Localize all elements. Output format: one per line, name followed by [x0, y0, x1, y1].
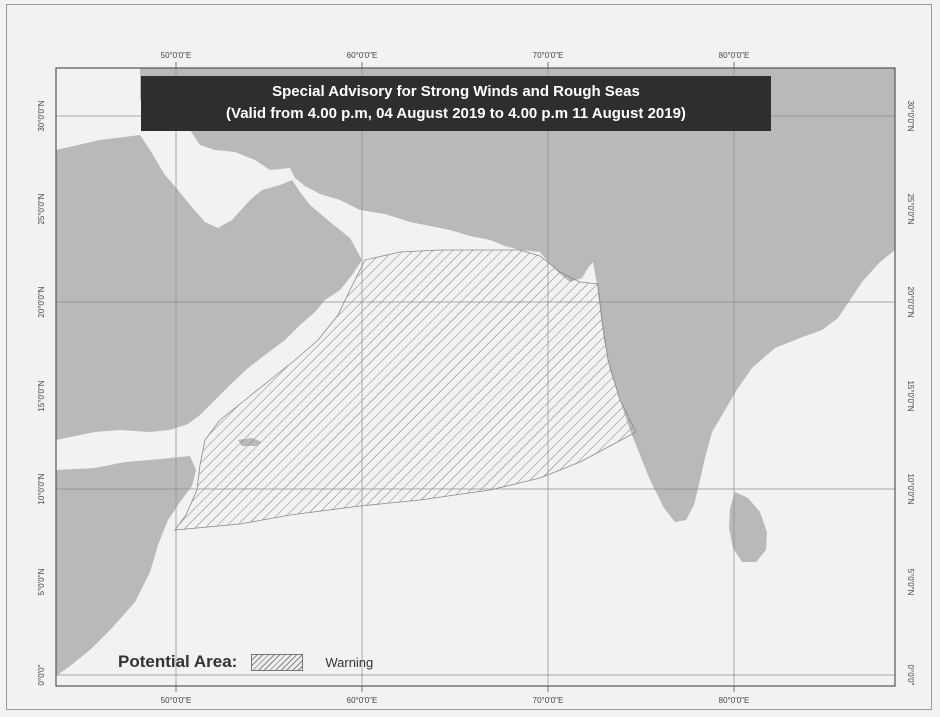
landmass-sri-lanka: [729, 492, 767, 562]
left-lat-label: 15°0'0"N: [37, 380, 46, 411]
bottom-lon-label: 70°0'0"E: [533, 696, 564, 705]
warning-area: [174, 249, 637, 531]
top-lon-label: 80°0'0"E: [719, 51, 750, 60]
right-lat-label: 25°0'0"N: [906, 193, 915, 224]
left-lat-label: 25°0'0"N: [37, 193, 46, 224]
legend-label-warning: Warning: [325, 654, 374, 670]
outer-border: [6, 4, 932, 710]
left-lat-label: 5°0'0"N: [37, 568, 46, 595]
bottom-lon-label: 50°0'0"E: [161, 696, 192, 705]
top-lon-label: 60°0'0"E: [347, 51, 378, 60]
map-frame: [55, 67, 896, 687]
legend: Potential Area: Warning: [118, 650, 373, 674]
bottom-lon-label: 60°0'0"E: [347, 696, 378, 705]
landmass-asia: [140, 68, 895, 522]
legend-hatch-swatch: [251, 653, 304, 671]
map-validity-subtitle: (Valid from 4.00 p.m, 04 August 2019 to …: [226, 105, 686, 122]
map-title: Special Advisory for Strong Winds and Ro…: [272, 83, 640, 100]
left-lat-label: 0°0'0": [37, 664, 46, 685]
landmass-arabia: [56, 135, 362, 440]
right-lat-label: 5°0'0"N: [906, 569, 915, 596]
left-lat-label: 10°0'0"N: [37, 473, 46, 504]
right-lat-label: 15°0'0"N: [906, 380, 915, 411]
left-lat-label: 20°0'0"N: [37, 286, 46, 317]
right-lat-label: 0°0'0": [906, 665, 915, 686]
landmass-africa: [56, 456, 196, 676]
left-lat-label: 30°0'0"N: [37, 100, 46, 131]
tick-marks: [175, 62, 735, 692]
bottom-lon-label: 80°0'0"E: [719, 696, 750, 705]
right-lat-label: 30°0'0"N: [906, 100, 915, 131]
right-lat-label: 20°0'0"N: [906, 286, 915, 317]
top-lon-label: 70°0'0"E: [533, 51, 564, 60]
right-lat-label: 10°0'0"N: [906, 473, 915, 504]
top-lon-label: 50°0'0"E: [161, 51, 192, 60]
legend-title: Potential Area:: [118, 652, 238, 671]
map-title-box: Special Advisory for Strong Winds and Ro…: [141, 76, 771, 131]
